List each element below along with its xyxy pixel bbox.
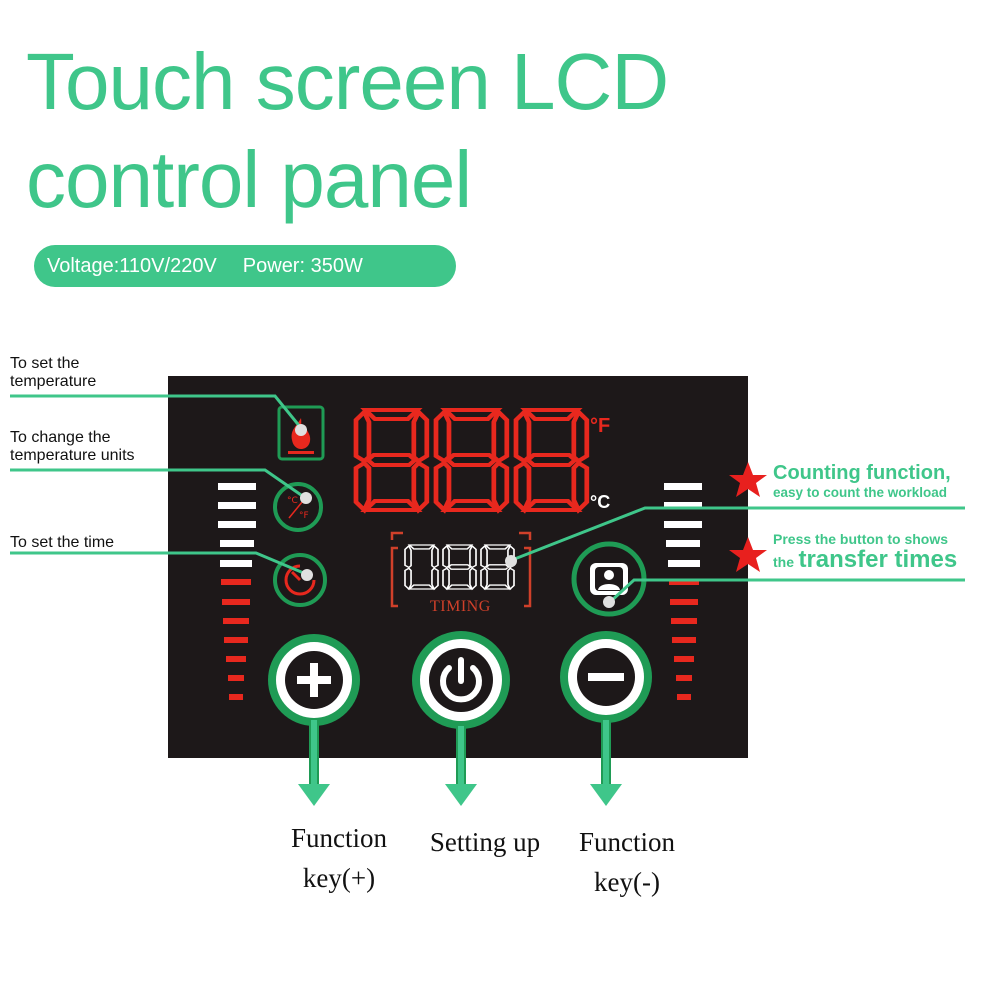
power-spec: Power: 350W [242,255,363,277]
label-line: Function [290,823,387,853]
voltage-spec: Voltage:110V/220V [47,255,217,277]
callout-line: temperature [10,373,97,390]
unit-c-label: °C [590,492,611,512]
temperature-display [356,410,587,510]
svg-text:°C: °C [287,496,298,506]
star-icon [729,462,767,497]
label-line: key(-) [594,867,660,897]
left-level-bars [218,483,256,700]
down-arrow-icon [298,720,330,806]
callout-transfer-times: transfer times [798,546,958,573]
down-arrow-icon [445,726,477,806]
power-icon[interactable] [412,631,510,729]
timer-display [404,544,515,590]
label-function-plus: Function key(+) [264,818,414,898]
callout-line: temperature units [10,447,135,464]
label-line: Function [578,827,675,857]
person-counter-icon[interactable] [571,541,647,617]
label-line: key(+) [302,863,376,893]
svg-text:°F: °F [299,511,309,521]
callout-press-line1: Press the button to shows [773,531,949,547]
star-icon [729,537,767,572]
callout-counting-title: Counting function, [773,462,951,484]
callout-the: the [773,554,794,570]
right-level-bars [664,483,702,700]
callout-set-time: To set the time [10,534,115,551]
page-title-line1: Touch screen LCD [26,37,669,126]
temperature-unit-icon[interactable]: °C °F [273,482,323,532]
callout-press-line2: the transfer times [773,546,957,574]
callout-line: To set the [10,355,80,372]
callout-set-temperature: To set the temperature [10,355,96,391]
unit-f-label: °F [590,415,611,437]
minus-icon[interactable] [560,631,652,723]
specs-badge: Voltage:110V/220V Power: 350W [34,245,456,287]
down-arrow-icon [590,720,622,806]
callout-counting-sub: easy to count the workload [773,485,948,500]
timer-frame [390,531,532,608]
callout-change-units: To change the temperature units [10,429,135,465]
right-leader-lines [505,506,965,608]
timer-label: TIMING [430,598,491,615]
callout-line: To change the [10,429,111,446]
left-leader-lines [10,394,313,581]
page-title-line2: control panel [26,135,472,224]
clock-icon[interactable] [273,553,327,607]
label-function-minus: Function key(-) [552,822,702,902]
label-setting-up: Setting up [429,827,541,857]
plus-icon[interactable] [268,634,360,726]
